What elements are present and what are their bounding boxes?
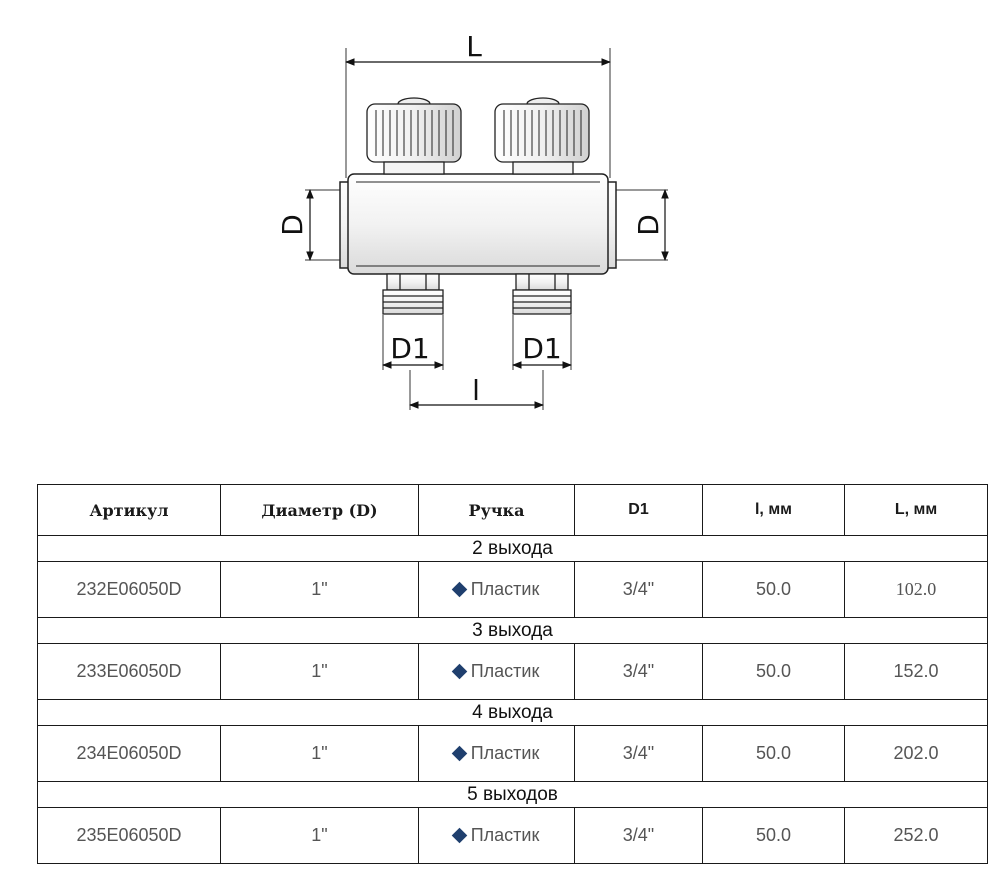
cell-L: 102.0 — [844, 561, 988, 618]
cell-l: 50.0 — [702, 643, 845, 700]
table-row: 234E06050D 1" Пластик 3/4" 50.0 202.0 — [37, 725, 988, 782]
dimension-lines — [306, 58, 669, 409]
outlet-right — [512, 273, 572, 315]
group-row: 5 выходов — [37, 781, 988, 808]
cell-L: 202.0 — [844, 725, 988, 782]
outlet-left — [382, 273, 444, 315]
header-L: L, мм — [844, 484, 988, 536]
cell-handle: Пластик — [418, 725, 575, 782]
handle-text: Пластик — [470, 661, 540, 681]
manifold-body — [339, 173, 617, 275]
cell-d1: 3/4" — [574, 725, 703, 782]
diamond-marker-icon — [451, 663, 467, 680]
group-row: 4 выхода — [37, 699, 988, 726]
cell-handle: Пластик — [418, 807, 575, 864]
diamond-marker-icon — [451, 827, 467, 844]
cell-diameter: 1" — [220, 561, 419, 618]
group-title: 2 выхода — [37, 535, 988, 562]
group-row: 2 выхода — [37, 535, 988, 562]
cell-l: 50.0 — [702, 725, 845, 782]
cell-diameter: 1" — [220, 807, 419, 864]
dim-label-L: L — [466, 30, 482, 63]
cell-diameter: 1" — [220, 643, 419, 700]
table-header-row: Артикул Диаметр (D) Ручка D1 l, мм L, мм — [37, 484, 988, 536]
cell-article: 233E06050D — [37, 643, 221, 700]
group-title: 5 выходов — [37, 781, 988, 808]
diamond-marker-icon — [451, 581, 467, 598]
manifold-drawing: L D D D1 D1 l — [276, 30, 669, 410]
handle-text: Пластик — [470, 579, 540, 599]
cell-d1: 3/4" — [574, 643, 703, 700]
table-row: 233E06050D 1" Пластик 3/4" 50.0 152.0 — [37, 643, 988, 700]
diamond-marker-icon — [451, 745, 467, 762]
dim-label-D1-right: D1 — [522, 332, 561, 365]
table-row: 235E06050D 1" Пластик 3/4" 50.0 252.0 — [37, 807, 988, 864]
specs-table: Артикул Диаметр (D) Ручка D1 l, мм L, мм… — [37, 484, 988, 864]
dim-label-D-left: D — [276, 214, 309, 236]
cell-L: 152.0 — [844, 643, 988, 700]
cell-handle: Пластик — [418, 561, 575, 618]
cell-d1: 3/4" — [574, 807, 703, 864]
table-row: 232E06050D 1" Пластик 3/4" 50.0 102.0 — [37, 561, 988, 618]
dim-label-D1-left: D1 — [390, 332, 429, 365]
valve-knob-left — [366, 97, 462, 175]
handle-text: Пластик — [470, 825, 540, 845]
dim-label-D-right: D — [632, 214, 665, 236]
cell-diameter: 1" — [220, 725, 419, 782]
cell-l: 50.0 — [702, 561, 845, 618]
cell-article: 234E06050D — [37, 725, 221, 782]
cell-article: 232E06050D — [37, 561, 221, 618]
header-l: l, мм — [702, 484, 845, 536]
header-article: Артикул — [37, 484, 221, 536]
cell-L: 252.0 — [844, 807, 988, 864]
valve-knob-right — [494, 97, 590, 175]
handle-text: Пластик — [470, 743, 540, 763]
group-title: 3 выхода — [37, 617, 988, 644]
header-d1: D1 — [574, 484, 703, 536]
cell-article: 235E06050D — [37, 807, 221, 864]
dim-label-l: l — [472, 374, 480, 407]
group-row: 3 выхода — [37, 617, 988, 644]
header-handle: Ручка — [418, 484, 575, 536]
cell-handle: Пластик — [418, 643, 575, 700]
cell-d1: 3/4" — [574, 561, 703, 618]
group-title: 4 выхода — [37, 699, 988, 726]
cell-l: 50.0 — [702, 807, 845, 864]
header-diameter: Диаметр (D) — [220, 484, 419, 536]
